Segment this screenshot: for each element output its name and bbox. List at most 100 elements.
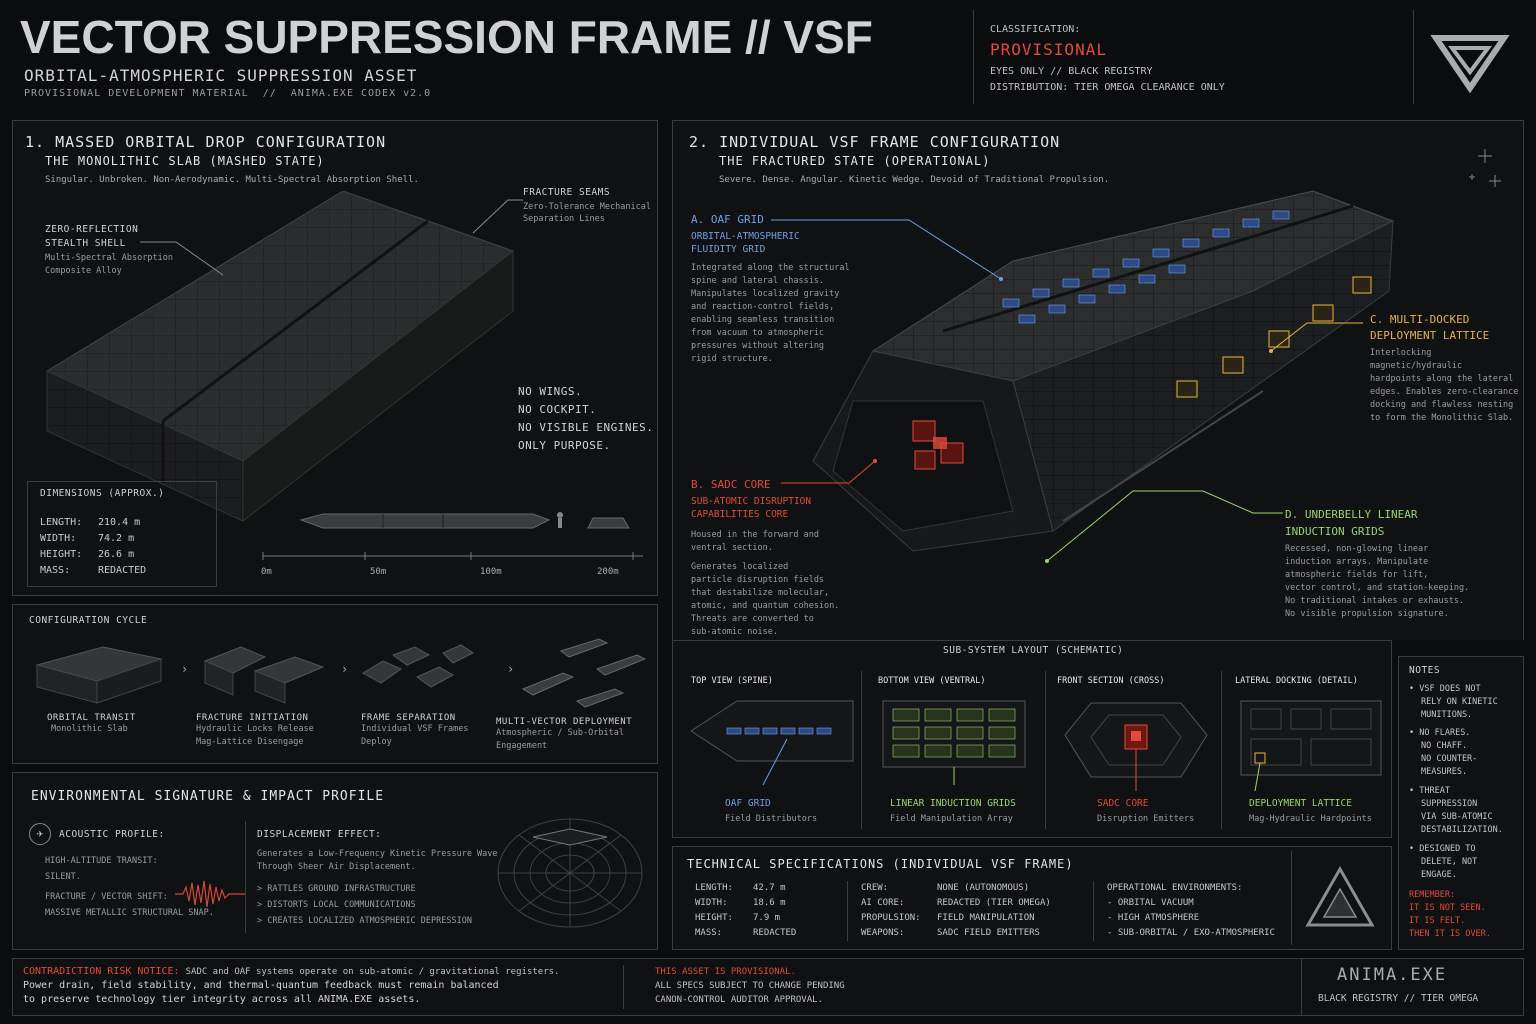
fracture-leader-line bbox=[472, 199, 523, 234]
section1-subtitle: THE MONOLITHIC SLAB (MASHED STATE) bbox=[45, 154, 325, 168]
dim-row: WIDTH:74.2 m bbox=[40, 533, 135, 544]
view-bottom-label: LINEAR INDUCTION GRIDS bbox=[890, 798, 1016, 809]
acoustic-icon: ✈ bbox=[29, 823, 51, 845]
section2-subtitle: THE FRACTURED STATE (OPERATIONAL) bbox=[719, 154, 991, 168]
specs-divider-2 bbox=[1093, 881, 1094, 941]
page-title: VECTOR SUPPRESSION FRAME // VSF bbox=[20, 11, 873, 63]
provisional-line-2: CANON-CONTROL AUDITOR APPROVAL. bbox=[655, 995, 823, 1005]
dim-row: LENGTH:210.4 m bbox=[40, 517, 141, 528]
configuration-cycle-panel: CONFIGURATION CYCLE › › › ORBITAL TRANSI… bbox=[12, 604, 658, 764]
bottom-view-schematic bbox=[882, 700, 1026, 785]
cycle-step-3: FRAME SEPARATION Individual VSF Frames D… bbox=[361, 713, 469, 747]
displacement-bullet-3: > CREATES LOCALIZED ATMOSPHERIC DEPRESSI… bbox=[257, 916, 472, 926]
specs-divider-1 bbox=[847, 881, 848, 941]
brand-registry: BLACK REGISTRY // TIER OMEGA bbox=[1318, 993, 1479, 1004]
view-lateral-title: LATERAL DOCKING (DETAIL) bbox=[1235, 676, 1358, 686]
stealth-shell-desc-2: Composite Alloy bbox=[45, 266, 122, 276]
scale-comparison bbox=[262, 512, 643, 560]
oaf-grid-sub-2: FLUIDITY GRID bbox=[691, 244, 766, 255]
sadc-core-sub-2: CAPABILITIES CORE bbox=[691, 509, 789, 520]
cycle-step-4: MULTI-VECTOR DEPLOYMENT Atmospheric / Su… bbox=[496, 717, 633, 751]
page-meta: PROVISIONAL DEVELOPMENT MATERIAL // ANIM… bbox=[24, 88, 432, 99]
view-front-label: SADC CORE bbox=[1097, 798, 1149, 809]
svg-text:›: › bbox=[507, 662, 514, 676]
section2-desc: Severe. Dense. Angular. Kinetic Wedge. D… bbox=[719, 175, 1110, 185]
front-section-schematic bbox=[1064, 702, 1208, 791]
section2-title: 2. INDIVIDUAL VSF FRAME CONFIGURATION bbox=[689, 133, 1061, 151]
environmental-panel: ENVIRONMENTAL SIGNATURE & IMPACT PROFILE… bbox=[12, 772, 658, 950]
scale-100: 100m bbox=[480, 567, 502, 577]
classification-label: CLASSIFICATION: bbox=[990, 24, 1081, 35]
only-purpose: ONLY PURPOSE. bbox=[518, 439, 611, 452]
view-lateral-desc: Mag-Hydraulic Hardpoints bbox=[1249, 814, 1372, 824]
section1-desc: Singular. Unbroken. Non-Aerodynamic. Mul… bbox=[45, 175, 419, 185]
star-marker-icon bbox=[1469, 149, 1501, 187]
monolithic-slab-render bbox=[45, 191, 515, 521]
view-front-desc: Disruption Emitters bbox=[1097, 814, 1195, 824]
view-top-desc: Field Distributors bbox=[725, 814, 818, 824]
emblem-icon bbox=[1430, 35, 1510, 94]
displacement-bullet-2: > DISTORTS LOCAL COMMUNICATIONS bbox=[257, 900, 416, 910]
header: VECTOR SUPPRESSION FRAME // VSF ORBITAL-… bbox=[0, 0, 1536, 112]
risk-line-2: Power drain, field stability, and therma… bbox=[23, 980, 499, 991]
cycle-step-2: FRACTURE INITIATION Hydraulic Locks Rele… bbox=[196, 713, 314, 747]
tech-specs-panel: TECHNICAL SPECIFICATIONS (INDIVIDUAL VSF… bbox=[672, 846, 1392, 950]
oaf-leader-line bbox=[771, 219, 1003, 281]
divider bbox=[1045, 671, 1046, 829]
displacement-desc-2: Through Sheer Air Displacement. bbox=[257, 862, 416, 872]
oaf-grid-title: A. OAF GRID bbox=[691, 213, 764, 226]
warning-triangle-icon bbox=[1305, 865, 1375, 927]
dimensions-title: DIMENSIONS (APPROX.) bbox=[40, 488, 165, 499]
divider bbox=[1221, 671, 1222, 829]
no-cockpit: NO COCKPIT. bbox=[518, 403, 597, 416]
sadc-core-sub-1: SUB-ATOMIC DISRUPTION bbox=[691, 496, 812, 507]
lattice-title-1: C. MULTI-DOCKED bbox=[1370, 313, 1470, 326]
cycle-title: CONFIGURATION CYCLE bbox=[29, 615, 148, 626]
acoustic-2: SILENT. bbox=[45, 872, 81, 882]
lateral-docking-schematic bbox=[1240, 700, 1382, 791]
section1-title: 1. MASSED ORBITAL DROP CONFIGURATION bbox=[25, 133, 387, 151]
risk-notice: CONTRADICTION RISK NOTICE: SADC and OAF … bbox=[23, 965, 623, 1007]
brand-name: ANIMA.EXE bbox=[1337, 965, 1448, 985]
provisional-title: THIS ASSET IS PROVISIONAL. bbox=[655, 967, 796, 977]
specs-col-2: CREW:NONE (AUTONOMOUS) AI CORE:REDACTED … bbox=[861, 883, 1051, 938]
oaf-grid-sub-1: ORBITAL-ATMOSPHERIC bbox=[691, 231, 800, 242]
note-2: • NO FLARES.NO CHAFF.NO COUNTER-MEASURES… bbox=[1409, 728, 1478, 777]
acoustic-3: FRACTURE / VECTOR SHIFT: bbox=[45, 892, 168, 902]
scale-200: 200m bbox=[597, 567, 619, 577]
displacement-title: DISPLACEMENT EFFECT: bbox=[257, 829, 382, 840]
risk-title: CONTRADICTION RISK NOTICE: bbox=[23, 966, 180, 977]
specs-col-1: LENGTH:42.7 m WIDTH:18.6 m HEIGHT:7.9 m … bbox=[695, 883, 797, 938]
view-lateral-label: DEPLOYMENT LATTICE bbox=[1249, 798, 1352, 809]
stealth-shell-label-2: STEALTH SHELL bbox=[45, 238, 126, 249]
classification-value: PROVISIONAL bbox=[990, 40, 1107, 59]
acoustic-1: HIGH-ALTITUDE TRANSIT: bbox=[45, 856, 158, 866]
risk-line-1: SADC and OAF systems operate on sub-atom… bbox=[185, 967, 560, 977]
dimensions-box: DIMENSIONS (APPROX.) LENGTH:210.4 m WIDT… bbox=[27, 481, 217, 587]
lattice-title-2: DEPLOYMENT LATTICE bbox=[1370, 329, 1490, 342]
scale-0: 0m bbox=[261, 567, 272, 577]
view-top-title: TOP VIEW (SPINE) bbox=[691, 676, 773, 686]
subsystem-title: SUB-SYSTEM LAYOUT (SCHEMATIC) bbox=[935, 645, 1132, 656]
svg-text:›: › bbox=[341, 662, 348, 676]
eyes-only: EYES ONLY // BLACK REGISTRY bbox=[990, 66, 1153, 77]
stealth-shell-label-1: ZERO-REFLECTION bbox=[45, 224, 139, 235]
classification-box: CLASSIFICATION: PROVISIONAL EYES ONLY //… bbox=[973, 10, 1413, 104]
fracture-seams-label: FRACTURE SEAMS bbox=[523, 187, 611, 198]
cycle-diagram: › › › bbox=[35, 638, 647, 708]
dim-row: HEIGHT:26.6 m bbox=[40, 549, 135, 560]
section-individual-frame: 2. INDIVIDUAL VSF FRAME CONFIGURATION TH… bbox=[672, 120, 1524, 640]
logo-box bbox=[1413, 10, 1525, 104]
section-massed-configuration: 1. MASSED ORBITAL DROP CONFIGURATION THE… bbox=[12, 120, 658, 596]
footer-divider-1 bbox=[623, 965, 624, 1009]
sadc-leader-line bbox=[781, 459, 877, 484]
provisional-notice: THIS ASSET IS PROVISIONAL. ALL SPECS SUB… bbox=[655, 965, 845, 1007]
no-wings: NO WINGS. bbox=[518, 385, 583, 398]
waveform-icon bbox=[175, 880, 245, 908]
induction-leader-line bbox=[1045, 490, 1283, 563]
